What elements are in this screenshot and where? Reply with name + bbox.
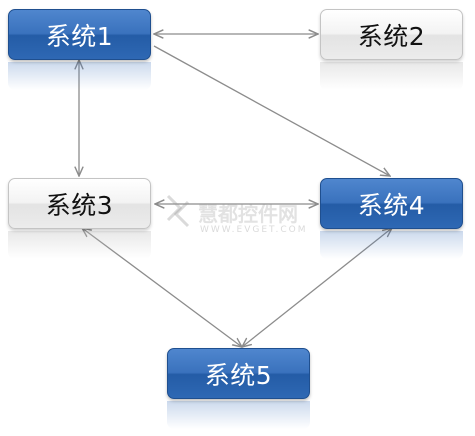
node-system-3[interactable]: 系统3 xyxy=(8,178,151,229)
node-label: 系统2 xyxy=(357,21,426,51)
node-system-4[interactable]: 系统4 xyxy=(320,178,463,229)
node-system-2[interactable]: 系统2 xyxy=(320,9,463,60)
edge-4-5 xyxy=(242,228,392,347)
edge-3-5 xyxy=(82,228,242,347)
node-system-1[interactable]: 系统1 xyxy=(8,9,151,60)
node-system-5[interactable]: 系统5 xyxy=(167,348,310,399)
edge-1-4 xyxy=(153,45,390,176)
node-label: 系统5 xyxy=(204,360,273,390)
node-label: 系统4 xyxy=(357,190,426,220)
node-label: 系统3 xyxy=(45,190,114,220)
node-label: 系统1 xyxy=(45,21,114,51)
